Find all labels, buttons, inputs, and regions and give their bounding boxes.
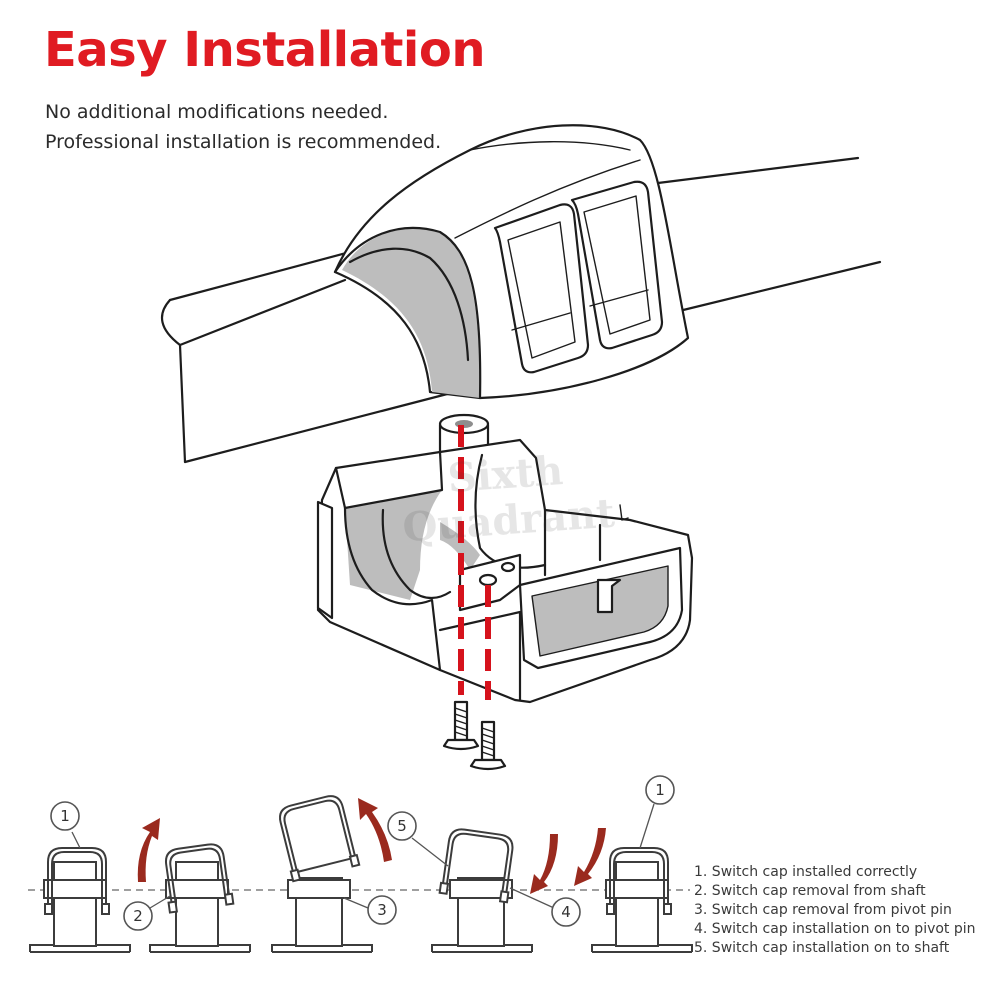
callout-5: 5 (387, 811, 449, 867)
arrow-down-left-icon (530, 834, 558, 894)
legend-item-1: 1. Switch cap installed correctly (694, 864, 918, 880)
legend-item-4: 4. Switch cap installation on to pivot p… (694, 921, 976, 937)
legend-item-3: 3. Switch cap removal from pivot pin (694, 902, 952, 918)
subtitle-line-1: No additional modifications needed. (45, 101, 389, 123)
alignment-guides (458, 425, 491, 700)
mounting-screws (442, 700, 507, 771)
step-figure-installed-right (591, 847, 693, 953)
screw-right (469, 720, 507, 771)
switch-housing-lower (316, 413, 694, 704)
watermark-logo: Sixth Quadrant (401, 447, 617, 552)
callout-3: 3 (343, 895, 397, 925)
arrow-down-right-icon (574, 828, 606, 886)
callout-4: 4 (509, 887, 581, 927)
svg-text:1: 1 (655, 781, 665, 799)
step-figure-install-pivot (431, 828, 533, 953)
svg-text:4: 4 (561, 903, 571, 921)
svg-text:3: 3 (377, 901, 387, 919)
handlebar-illustration (160, 156, 882, 464)
switch-housing-upper (333, 124, 690, 400)
arrow-up-left-icon (137, 818, 160, 882)
legend-item-2: 2. Switch cap removal from shaft (694, 883, 926, 899)
callout-1-right: 1 (639, 775, 675, 849)
step-figure-installed (29, 847, 131, 953)
screw-left (442, 700, 480, 751)
step-figure-removal-shaft (149, 843, 251, 953)
step-figure-removal-pivot (271, 795, 373, 953)
headline: Easy Installation (44, 22, 486, 78)
callout-2: 2 (123, 895, 171, 931)
svg-text:2: 2 (133, 907, 143, 925)
svg-text:1: 1 (60, 807, 70, 825)
svg-text:5: 5 (397, 817, 407, 835)
subtitle-line-2: Professional installation is recommended… (45, 131, 442, 153)
step-sequence: 1 2 3 5 4 1 (28, 775, 693, 953)
legend-item-5: 5. Switch cap installation on to shaft (694, 940, 950, 956)
arrow-up-right-icon (358, 798, 392, 862)
callout-1-left: 1 (50, 801, 81, 849)
